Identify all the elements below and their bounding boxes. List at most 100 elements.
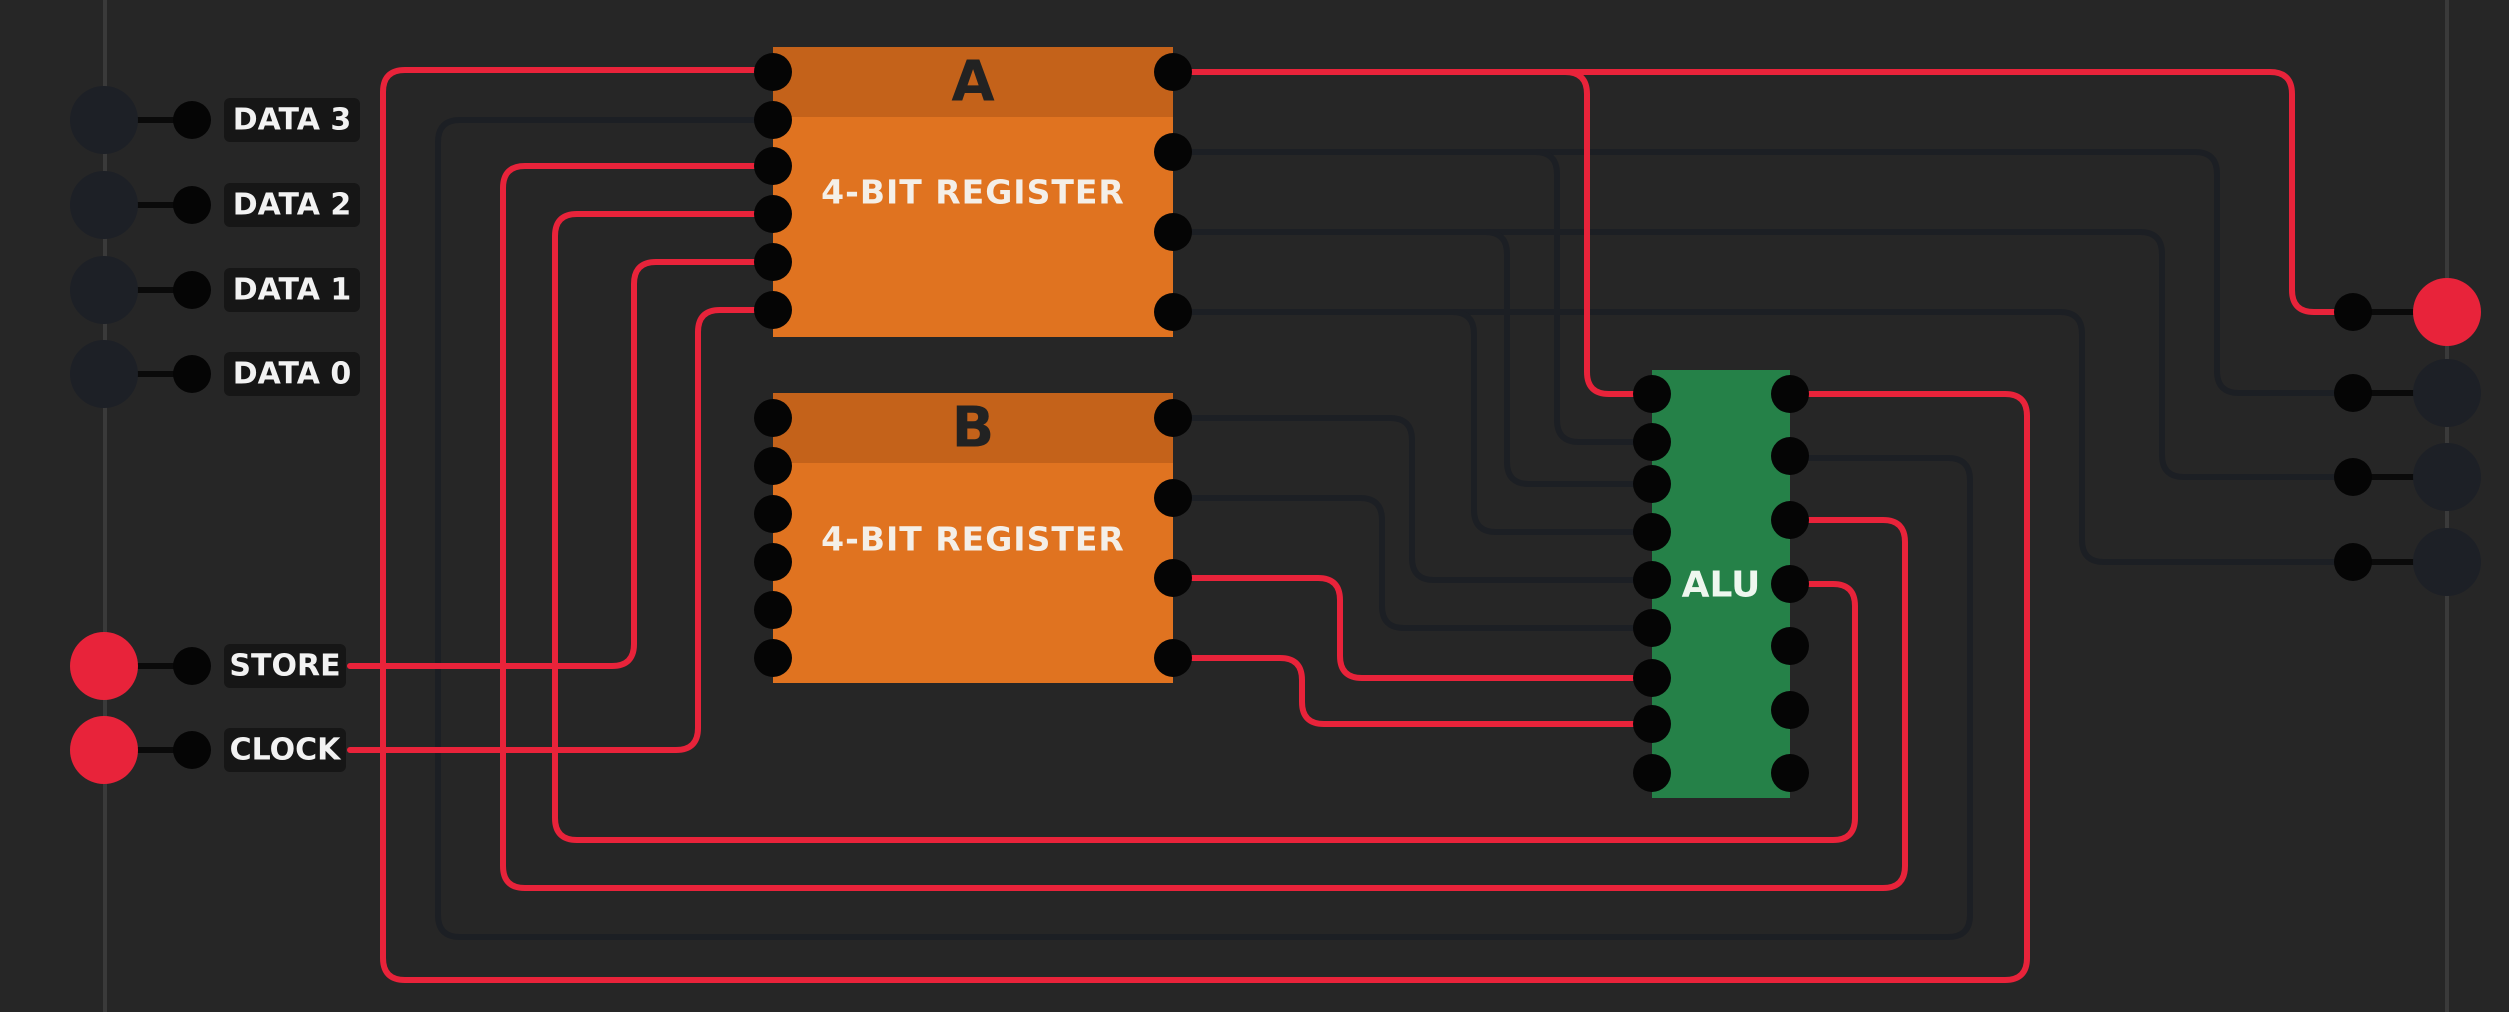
register-a-input-pin-5[interactable] bbox=[754, 291, 792, 329]
input-connector-pin[interactable] bbox=[173, 271, 211, 309]
alu-input-pin-0[interactable] bbox=[1633, 375, 1671, 413]
wire-a-q3-out bbox=[1170, 69, 2356, 315]
alu-input-pin-7[interactable] bbox=[1633, 705, 1671, 743]
register-b-input-pin-2[interactable] bbox=[754, 495, 792, 533]
register-b-output-pin-0[interactable] bbox=[1154, 399, 1192, 437]
output-led bbox=[2413, 278, 2481, 346]
register-b-header bbox=[773, 393, 1173, 463]
register-a-input-pin-4[interactable] bbox=[754, 243, 792, 281]
output-led bbox=[2413, 359, 2481, 427]
input-label-box bbox=[224, 98, 360, 142]
alu-input-pin-8[interactable] bbox=[1633, 754, 1671, 792]
alu-output-pin-4[interactable] bbox=[1771, 627, 1809, 665]
input-label-box bbox=[224, 352, 360, 396]
unpowered-wires bbox=[435, 117, 2356, 940]
wire-a-q2-alu bbox=[1170, 149, 1655, 445]
register-b-output-pin-2[interactable] bbox=[1154, 559, 1192, 597]
alu-output-pin-3[interactable] bbox=[1771, 565, 1809, 603]
input-connector-pin[interactable] bbox=[173, 647, 211, 685]
output-connector-pin[interactable] bbox=[2334, 543, 2372, 581]
output-connector-pin[interactable] bbox=[2334, 374, 2372, 412]
alu-body bbox=[1652, 370, 1790, 798]
register-b-input-pin-5[interactable] bbox=[754, 639, 792, 677]
input-toggle-switch[interactable] bbox=[70, 632, 138, 700]
alu-chip[interactable]: ALU bbox=[1652, 370, 1790, 798]
alu-input-pin-2[interactable] bbox=[1633, 465, 1671, 503]
register-a-title: A bbox=[951, 50, 995, 115]
input-label: DATA 2 bbox=[233, 188, 351, 223]
input-label: STORE bbox=[229, 649, 340, 684]
register-a-input-pin-3[interactable] bbox=[754, 195, 792, 233]
register-a-output-pin-1[interactable] bbox=[1154, 133, 1192, 171]
wire-clock bbox=[347, 307, 776, 753]
io-elements: DATA 3 DATA 2 DATA 1 DATA 0 STORE CLOCK bbox=[70, 86, 2481, 784]
register-b-subtitle: 4-BIT REGISTER bbox=[821, 520, 1125, 559]
wire-alu-r3-a-in3 bbox=[552, 211, 1858, 843]
alu-output-pin-1[interactable] bbox=[1771, 437, 1809, 475]
input-label: DATA 1 bbox=[233, 273, 351, 308]
alu-input-pin-4[interactable] bbox=[1633, 561, 1671, 599]
register-b-input-pin-0[interactable] bbox=[754, 399, 792, 437]
input-label: CLOCK bbox=[230, 733, 343, 768]
register-a-input-pin-0[interactable] bbox=[754, 53, 792, 91]
wire-a-q0-out bbox=[1170, 309, 2356, 565]
output-connector-pin[interactable] bbox=[2334, 293, 2372, 331]
alu-input-pin-1[interactable] bbox=[1633, 423, 1671, 461]
input-label-box bbox=[224, 644, 346, 688]
wire-b-q2-alu bbox=[1170, 495, 1655, 631]
wire-a-q1-alu bbox=[1170, 229, 1655, 487]
wire-b-q3-alu bbox=[1170, 415, 1655, 583]
alu-output-pin-0[interactable] bbox=[1771, 375, 1809, 413]
input-connector-pin[interactable] bbox=[173, 355, 211, 393]
alu-input-pin-5[interactable] bbox=[1633, 609, 1671, 647]
input-toggle-switch[interactable] bbox=[70, 171, 138, 239]
wire-a-in1-feedback bbox=[435, 117, 1973, 940]
register-b-input-pin-1[interactable] bbox=[754, 447, 792, 485]
register-b[interactable]: B 4-BIT REGISTER bbox=[773, 393, 1173, 683]
wire-a-q3-alu bbox=[1170, 69, 1655, 397]
input-connector-pin[interactable] bbox=[173, 731, 211, 769]
wire-alu-r0-a-in0 bbox=[380, 67, 2030, 983]
register-a-header bbox=[773, 47, 1173, 117]
register-b-output-pin-3[interactable] bbox=[1154, 639, 1192, 677]
output-led bbox=[2413, 528, 2481, 596]
input-toggle-switch[interactable] bbox=[70, 716, 138, 784]
input-connector-pin[interactable] bbox=[173, 186, 211, 224]
input-toggle-switch[interactable] bbox=[70, 86, 138, 154]
input-label-box bbox=[224, 183, 360, 227]
alu-output-pin-2[interactable] bbox=[1771, 501, 1809, 539]
register-a-output-pin-0[interactable] bbox=[1154, 53, 1192, 91]
alu-output-pin-5[interactable] bbox=[1771, 691, 1809, 729]
register-b-output-pin-1[interactable] bbox=[1154, 479, 1192, 517]
input-toggle-switch[interactable] bbox=[70, 340, 138, 408]
powered-wires bbox=[347, 67, 2356, 983]
input-label-box bbox=[224, 728, 346, 772]
wire-b-q0-alu bbox=[1170, 655, 1655, 727]
alu-input-pin-6[interactable] bbox=[1633, 659, 1671, 697]
alu-input-pin-3[interactable] bbox=[1633, 513, 1671, 551]
alu-output-pin-6[interactable] bbox=[1771, 754, 1809, 792]
register-a-subtitle: 4-BIT REGISTER bbox=[821, 173, 1125, 212]
register-a-output-pin-3[interactable] bbox=[1154, 293, 1192, 331]
register-b-input-pin-3[interactable] bbox=[754, 543, 792, 581]
register-a[interactable]: A 4-BIT REGISTER bbox=[773, 47, 1173, 337]
input-toggle-switch[interactable] bbox=[70, 256, 138, 324]
wire-b-q1-alu bbox=[1170, 575, 1655, 681]
register-a-input-pin-2[interactable] bbox=[754, 147, 792, 185]
wire-a-q2-out bbox=[1170, 149, 2356, 396]
chip-pins bbox=[754, 53, 1809, 792]
alu-label: ALU bbox=[1682, 565, 1761, 606]
input-label: DATA 3 bbox=[233, 103, 351, 138]
output-connector-pin[interactable] bbox=[2334, 458, 2372, 496]
register-b-title: B bbox=[952, 396, 995, 461]
wire-store bbox=[347, 259, 776, 669]
register-b-input-pin-4[interactable] bbox=[754, 591, 792, 629]
output-led bbox=[2413, 443, 2481, 511]
wire-alu-r2-a-in2 bbox=[500, 163, 1908, 891]
register-a-output-pin-2[interactable] bbox=[1154, 213, 1192, 251]
input-connector-pin[interactable] bbox=[173, 101, 211, 139]
register-a-input-pin-1[interactable] bbox=[754, 101, 792, 139]
input-label-box bbox=[224, 268, 360, 312]
input-label: DATA 0 bbox=[233, 357, 351, 392]
